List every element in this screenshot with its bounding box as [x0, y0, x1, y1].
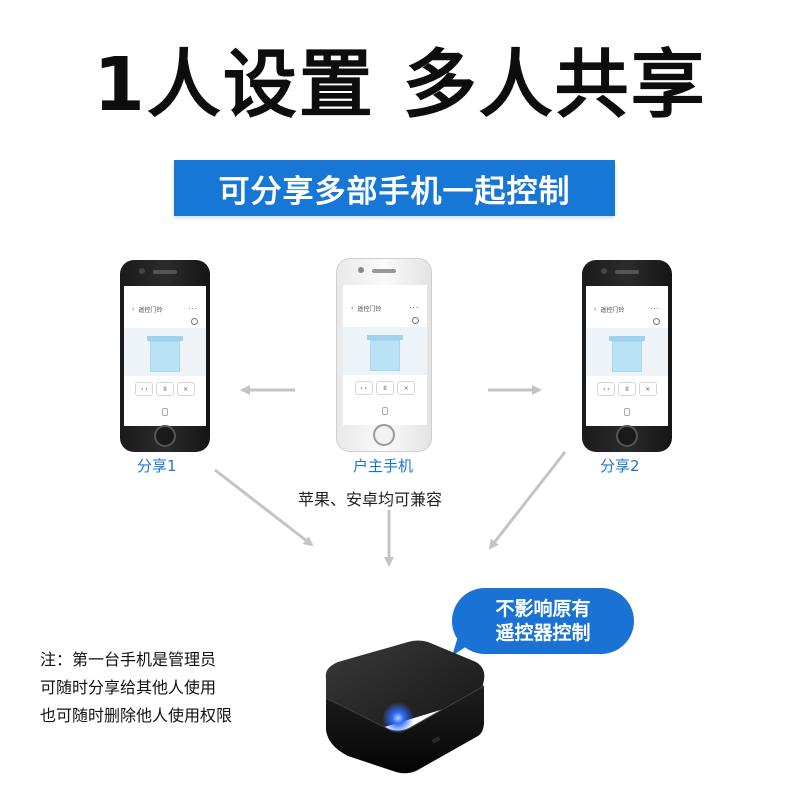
- door-icon: [609, 336, 645, 372]
- home-button[interactable]: [373, 424, 395, 446]
- camera-icon: [358, 267, 364, 273]
- app-header: ‹ 遥控门铃 ···: [594, 304, 660, 314]
- phone-screen: ‹ 遥控门铃 ··· ‹ › II ×: [586, 286, 668, 426]
- back-icon[interactable]: ‹: [594, 305, 597, 313]
- admin-note: 注：第一台手机是管理员 可随时分享给其他人使用 也可随时删除他人使用权限: [40, 646, 232, 730]
- caption-share-1: 分享1: [137, 457, 177, 475]
- pause-button[interactable]: II: [617, 382, 636, 396]
- open-button[interactable]: ‹ ›: [135, 382, 154, 396]
- phone-owner: ‹ 遥控门铃 ··· ‹ › II ×: [336, 258, 432, 452]
- phone-screen: ‹ 遥控门铃 ··· ‹ › II ×: [343, 285, 427, 425]
- earpiece: [372, 269, 396, 273]
- power-icon[interactable]: [191, 318, 198, 325]
- door-icon: [367, 335, 403, 371]
- open-button[interactable]: ‹ ›: [597, 382, 616, 396]
- usb-port: [431, 736, 441, 744]
- home-button[interactable]: [616, 425, 638, 447]
- lock-icon[interactable]: [162, 408, 168, 416]
- bubble-line-1: 不影响原有: [495, 598, 591, 620]
- headline: 1人设置 多人共享: [93, 42, 707, 128]
- speech-bubble: 不影响原有 遥控器控制: [452, 588, 634, 654]
- bubble-line-2: 遥控器控制: [495, 622, 591, 644]
- back-icon[interactable]: ‹: [132, 305, 135, 313]
- back-icon[interactable]: ‹: [351, 304, 354, 312]
- door-preview: [124, 328, 206, 376]
- compatibility-text: 苹果、安卓均可兼容: [298, 490, 443, 509]
- camera-icon: [601, 268, 607, 274]
- phone-share-2: ‹ 遥控门铃 ··· ‹ › II ×: [582, 260, 672, 452]
- bubble-tail: [452, 630, 482, 656]
- app-header: ‹ 遥控门铃 ···: [132, 304, 198, 314]
- banner: 可分享多部手机一起控制: [174, 160, 615, 216]
- note-line-2: 可随时分享给其他人使用: [40, 678, 217, 697]
- door-icon: [147, 336, 183, 372]
- lock-icon[interactable]: [624, 408, 630, 416]
- door-preview: [343, 327, 427, 375]
- door-preview: [586, 328, 668, 376]
- home-button[interactable]: [154, 425, 176, 447]
- phone-share-1: ‹ 遥控门铃 ··· ‹ › II ×: [120, 260, 210, 452]
- indicator-light-icon: [382, 702, 414, 734]
- app-header: ‹ 遥控门铃 ···: [351, 303, 419, 313]
- power-icon[interactable]: [412, 317, 419, 324]
- close-button[interactable]: ×: [397, 381, 416, 395]
- close-button[interactable]: ×: [638, 382, 657, 396]
- control-buttons: ‹ › II ×: [124, 382, 206, 396]
- lock-icon[interactable]: [382, 407, 388, 415]
- note-line-3: 也可随时删除他人使用权限: [40, 706, 233, 725]
- app-title: 遥控门铃: [600, 306, 625, 314]
- earpiece: [153, 270, 177, 274]
- more-icon[interactable]: ···: [650, 305, 660, 313]
- open-button[interactable]: ‹ ›: [354, 381, 373, 395]
- control-buttons: ‹ › II ×: [343, 381, 427, 395]
- arrow-share-2-to-device: [488, 451, 567, 550]
- phone-screen: ‹ 遥控门铃 ··· ‹ › II ×: [124, 286, 206, 426]
- ir-remote-hub: [325, 640, 485, 774]
- power-icon[interactable]: [653, 318, 660, 325]
- control-buttons: ‹ › II ×: [586, 382, 668, 396]
- app-title: 遥控门铃: [357, 305, 382, 313]
- earpiece: [615, 270, 639, 274]
- caption-share-2: 分享2: [600, 457, 640, 475]
- caption-owner: 户主手机: [353, 457, 414, 475]
- pause-button[interactable]: II: [155, 382, 174, 396]
- camera-icon: [139, 268, 145, 274]
- more-icon[interactable]: ···: [188, 305, 198, 313]
- note-line-1: 注：第一台手机是管理员: [40, 650, 217, 669]
- more-icon[interactable]: ···: [409, 304, 419, 312]
- close-button[interactable]: ×: [176, 382, 195, 396]
- pause-button[interactable]: II: [375, 381, 394, 395]
- app-title: 遥控门铃: [138, 306, 163, 314]
